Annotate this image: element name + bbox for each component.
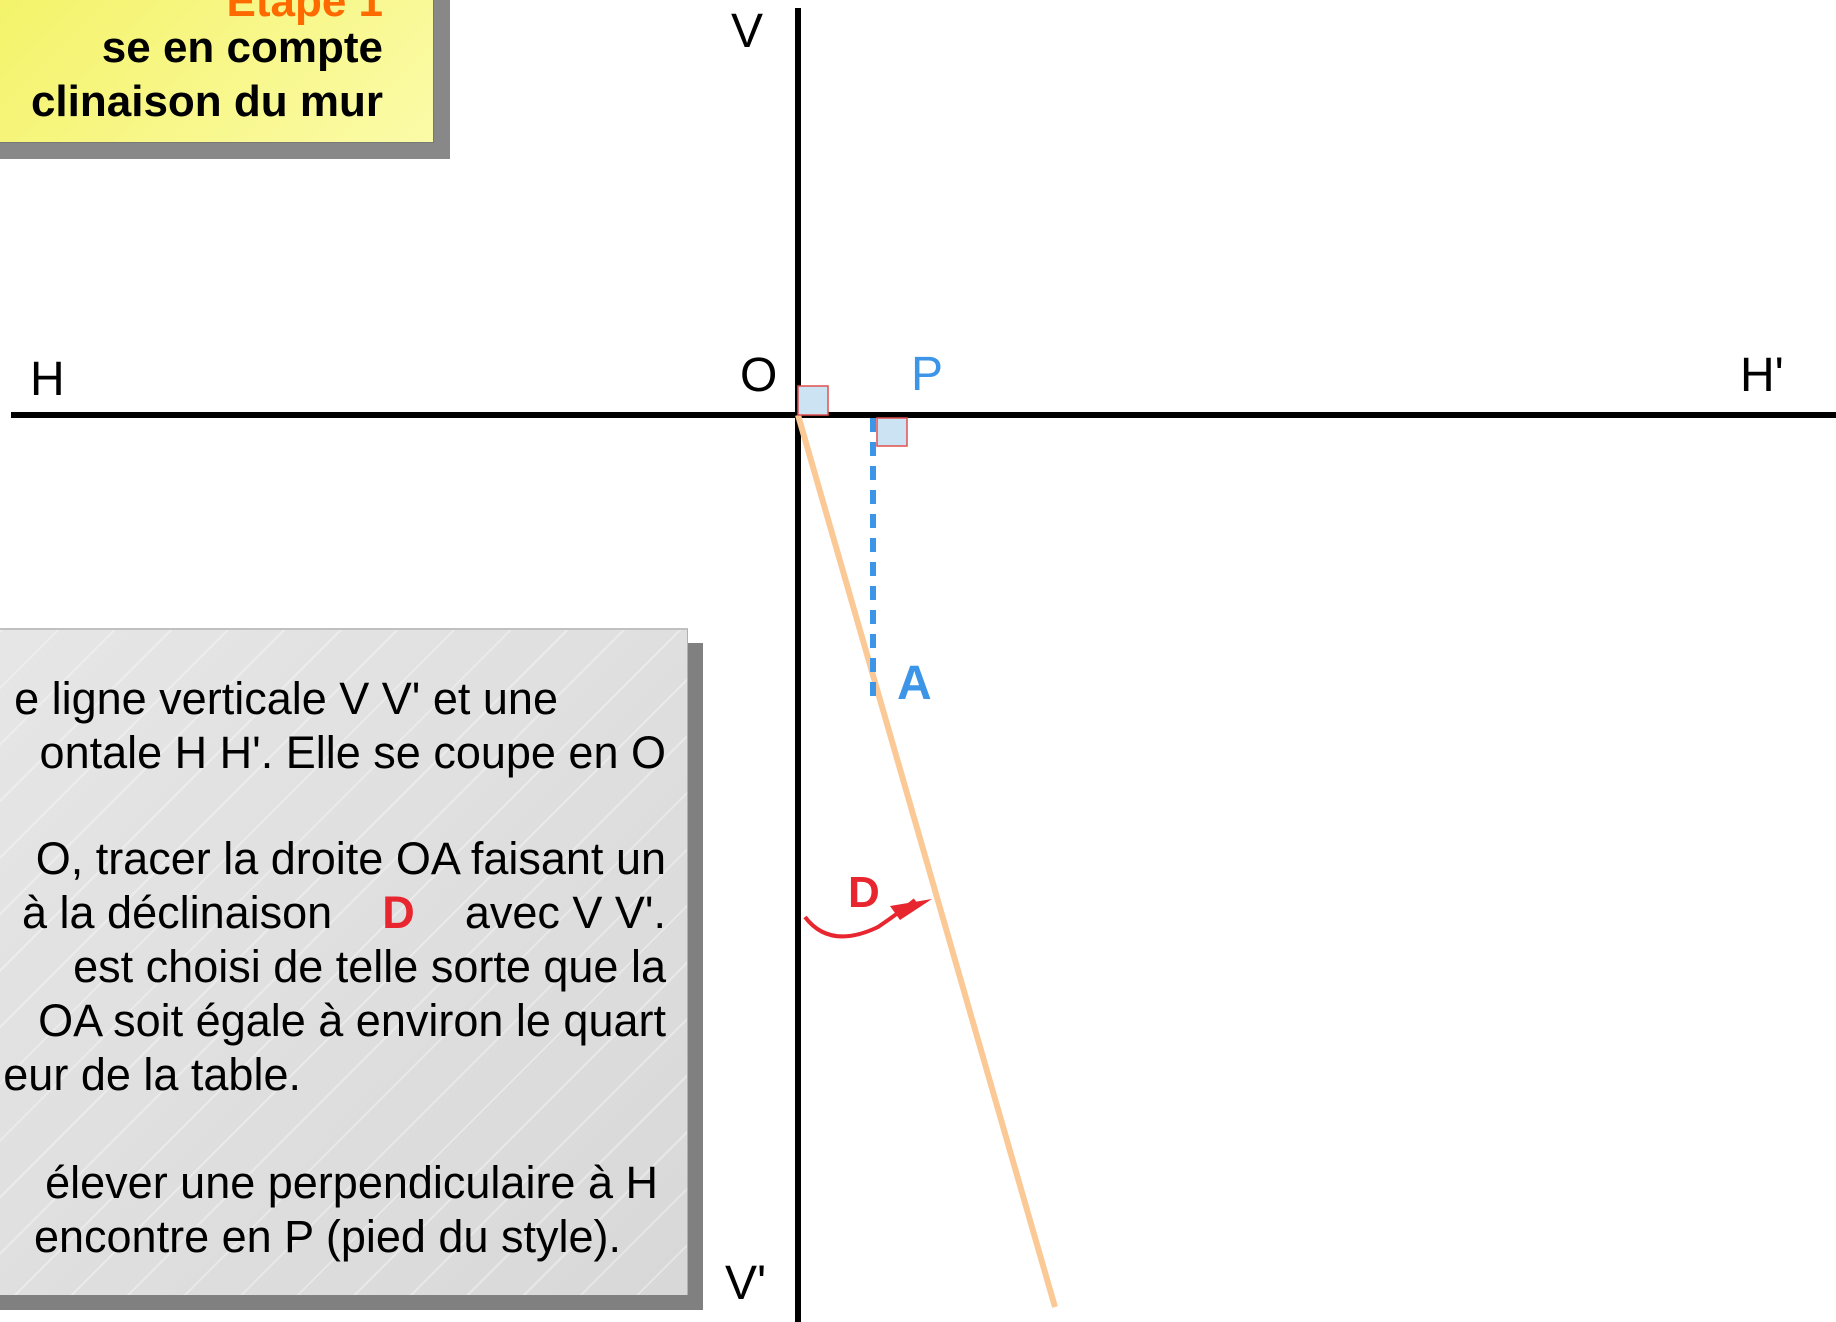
label-p: P (911, 348, 944, 401)
panel-line-2: ontale H H'. Elle se coupe en O (39, 727, 666, 778)
label-a: A (897, 657, 932, 710)
title-box: Etape 1 se en compte clinaison du mur (0, 0, 434, 143)
right-angle-marker-o (797, 385, 829, 416)
panel-line-1: e ligne verticale V V' et une (14, 673, 558, 724)
declination-arrow-icon (890, 899, 932, 920)
panel-line-9: encontre en P (pied du style). (33, 1211, 621, 1262)
label-h: H (30, 353, 65, 406)
panel-line-3: O, tracer la droite OA faisant un (35, 833, 666, 884)
label-h-prime: H' (1740, 349, 1784, 402)
panel-highlight-d: D (382, 887, 415, 938)
panel-line-4: à la déclinaison D avec V V'. (22, 890, 666, 935)
title-step: Etape 1 (226, 0, 383, 26)
title-line-2: clinaison du mur (30, 77, 383, 126)
panel-line-4-end: avec V V'. (464, 887, 666, 938)
panel-line-5: est choisi de telle sorte que la (73, 941, 666, 992)
panel-line-7: eur de la table. (3, 1049, 301, 1100)
line-oa (795, 414, 1058, 1308)
instruction-panel: e ligne verticale V V' et une ontale H H… (0, 628, 688, 1295)
right-angle-marker-p (876, 417, 908, 447)
panel-line-8: élever une perpendiculaire à H (45, 1157, 658, 1208)
panel-line-4-start: à la déclinaison (22, 887, 333, 938)
panel-line-6: OA soit égale à environ le quart (38, 995, 666, 1046)
label-v: V (731, 5, 764, 58)
label-d-angle: D (848, 868, 880, 917)
label-o: O (740, 349, 778, 402)
title-line-1: se en compte (101, 23, 383, 72)
label-v-prime: V' (725, 1257, 767, 1310)
